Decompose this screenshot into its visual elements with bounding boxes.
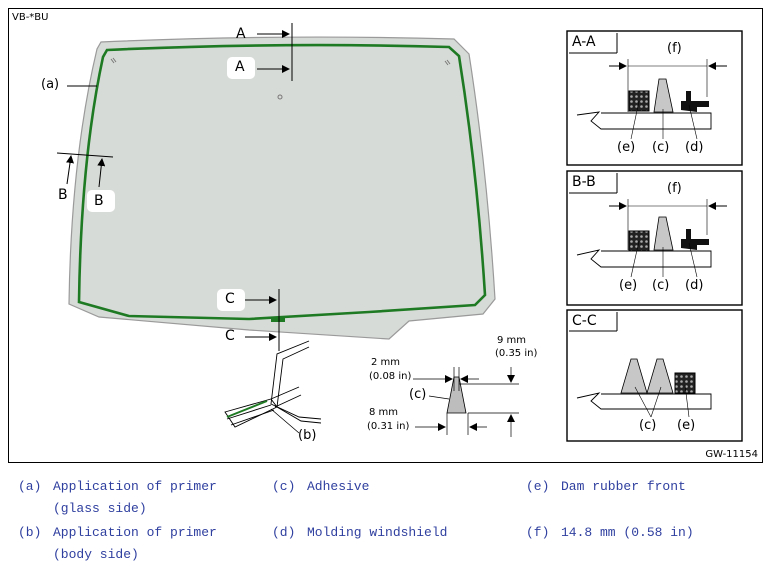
cc-label-e: (e) [677,418,696,433]
aa-label-f: (f) [667,41,682,56]
dim-8mm-in: (0.31 in) [367,421,410,432]
legend-text: Molding windshield [307,525,448,540]
adhesive-dimension-sketch [413,367,519,437]
section-title-cc: C-C [572,313,597,329]
legend-text: Adhesive [307,479,370,494]
windshield-diagram: VB-*BU GW-11154 (a) A A B B C C (b) 2 mm… [8,8,763,463]
legend-key: (a) [18,479,42,494]
legend: (a) Application of primer (glass side) (… [0,470,771,570]
section-title-bb: B-B [572,174,596,190]
bb-label-d: (d) [685,278,704,293]
section-mark-b-box: B [94,193,104,209]
section-panel-aa [566,30,743,166]
legend-text: Application of primer (glass side) [53,479,217,516]
bb-label-e: (e) [619,278,638,293]
callout-a: (a) [41,77,60,92]
section-mark-a-top: A [236,26,246,42]
dim-9mm-in: (0.35 in) [495,348,538,359]
callout-b: (b) [298,428,317,443]
section-panel-bb [566,170,743,306]
model-code-label: VB-*BU [12,12,49,23]
dim-2mm-in: (0.08 in) [369,371,412,382]
section-panel-cc [566,309,743,442]
legend-key: (f) [526,525,550,540]
dim-2mm: 2 mm [371,357,401,368]
section-title-aa: A-A [572,34,596,50]
legend-key: (e) [526,479,550,494]
diagram-canvas [56,23,743,442]
dim-8mm: 8 mm [369,407,399,418]
legend-key: (d) [272,525,296,540]
section-mark-c-box: C [225,291,235,307]
windshield-glass [68,36,496,340]
cc-label-c: (c) [639,418,657,433]
legend-key: (b) [18,525,42,540]
bb-label-f: (f) [667,181,682,196]
legend-key: (c) [272,479,296,494]
legend-text: 14.8 mm (0.58 in) [561,525,694,540]
body-flange-sketch [224,340,322,428]
section-mark-c-bottom: C [225,328,235,344]
callout-c-adhesive: (c) [409,387,427,402]
legend-text: Application of primer (body side) [53,525,217,562]
aa-label-e: (e) [617,140,636,155]
figure-id-label: GW-11154 [705,449,758,460]
section-mark-a-box: A [235,59,245,75]
primer-line-glass [77,43,487,321]
aa-label-c: (c) [652,140,670,155]
legend-text: Dam rubber front [561,479,686,494]
bb-label-c: (c) [652,278,670,293]
section-mark-b-left: B [58,187,68,203]
dim-9mm: 9 mm [497,335,527,346]
aa-label-d: (d) [685,140,704,155]
primer-joint [271,317,285,322]
